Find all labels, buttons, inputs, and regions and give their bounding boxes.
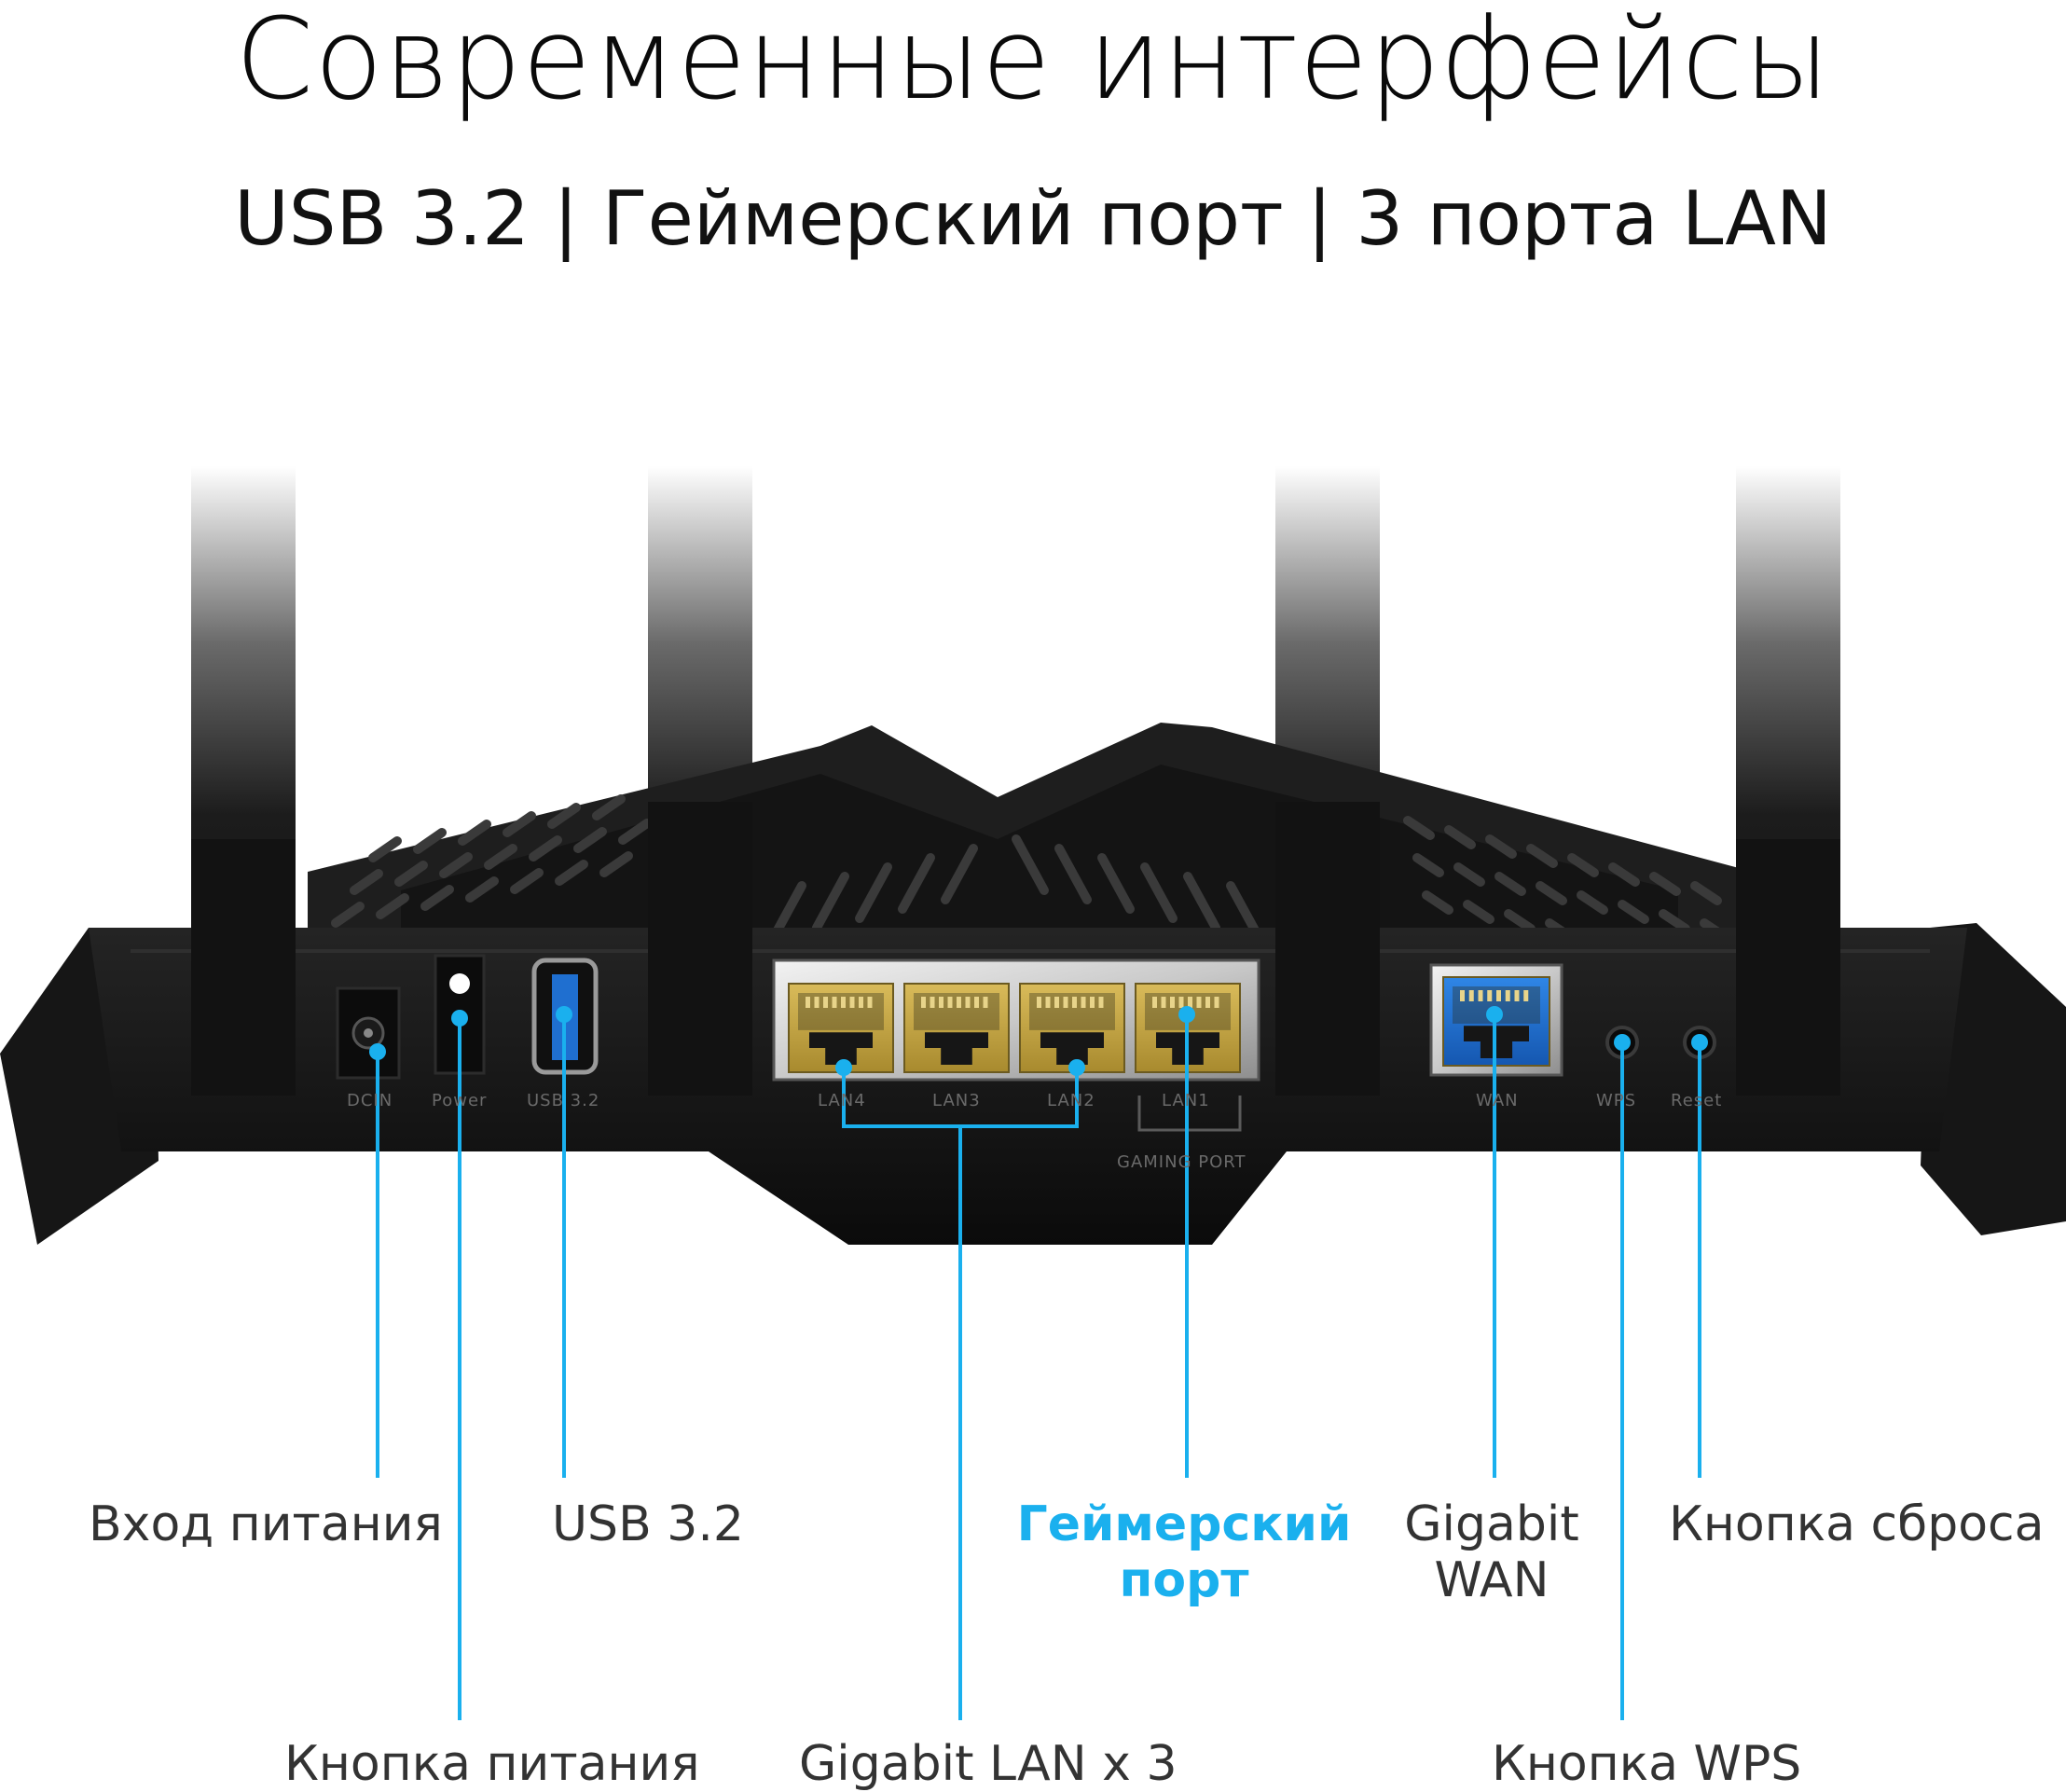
lan2-port — [1019, 983, 1125, 1073]
vent-stripe — [465, 876, 499, 903]
vent-stripe — [1422, 890, 1453, 915]
label-reset-button: Кнопка сброса — [1669, 1496, 2045, 1552]
label-gigabit-wan-line2: WAN — [1434, 1552, 1550, 1608]
vent-stripe — [555, 860, 588, 886]
page-title: Современные интерфейсы — [235, 0, 1831, 125]
lan4-port — [788, 983, 894, 1073]
marking-lan4: LAN4 — [818, 1091, 866, 1110]
marking-gaming-port: GAMING PORT — [1117, 1152, 1246, 1172]
label-gaming-port-line2: порт — [1119, 1552, 1249, 1608]
label-power-input: Вход питания — [89, 1496, 443, 1552]
vent-stripe — [413, 828, 447, 854]
vent-stripe — [941, 844, 978, 904]
vent-stripe — [1536, 881, 1567, 905]
label-gaming-port: Геймерский порт — [988, 1496, 1380, 1608]
vent-stripe — [484, 844, 517, 870]
vent-stripe — [368, 836, 402, 862]
callout-dots — [369, 1006, 1708, 1076]
vent-stripe — [1526, 844, 1558, 868]
vent-stripe — [529, 835, 562, 862]
page-subtitle: USB 3.2 | Геймерский порт | 3 порта LAN — [234, 175, 1832, 262]
vent-stripe — [331, 902, 365, 928]
vent-stripe — [547, 803, 581, 829]
vent-stripe — [376, 893, 409, 919]
vent-stripe — [1690, 881, 1722, 905]
vent-stripe — [592, 794, 626, 820]
callout-lines — [376, 1014, 1701, 1720]
dc-in-port — [336, 986, 401, 1080]
vent-stripe — [1494, 872, 1526, 896]
label-wps-button: Кнопка WPS — [1492, 1736, 1802, 1792]
vent-stripe — [1012, 834, 1049, 895]
vent-stripe — [510, 868, 544, 894]
vent-stripe — [898, 853, 935, 914]
vent-stripe — [420, 885, 454, 911]
vent-stripe — [1054, 844, 1092, 904]
marking-dcin: DCIN — [347, 1091, 393, 1110]
vent-stripe — [1504, 909, 1536, 933]
vent-stripe — [1463, 900, 1494, 924]
marking-wps: WPS — [1596, 1091, 1637, 1110]
vent-stripe — [394, 861, 428, 887]
vent-stripe — [1453, 862, 1485, 887]
vent-stripe — [1485, 834, 1517, 859]
marking-lan3: LAN3 — [932, 1091, 981, 1110]
vent-stripe — [1649, 872, 1681, 896]
antenna-bases — [191, 802, 1840, 1096]
vent-stripe — [1412, 853, 1444, 877]
vent-stripe — [1183, 872, 1220, 932]
vent-stripe — [1659, 909, 1690, 933]
vent-stripe — [855, 862, 892, 923]
label-power-button: Кнопка питания — [284, 1736, 700, 1792]
gaming-port-bracket — [1137, 1096, 1242, 1132]
vent-stripe — [1403, 816, 1435, 840]
vent-stripe — [503, 811, 536, 837]
vent-stripe — [1140, 862, 1178, 923]
vent-stripe — [439, 852, 473, 878]
vent-stripe — [1577, 890, 1608, 915]
label-usb: USB 3.2 — [552, 1496, 744, 1552]
vent-stripe — [1097, 853, 1135, 914]
vent-stripe — [1444, 825, 1476, 849]
marking-lan1: LAN1 — [1162, 1091, 1210, 1110]
label-gigabit-wan: Gigabit WAN — [1380, 1496, 1604, 1608]
lan-ports — [788, 983, 1241, 1073]
router-casing — [308, 723, 1753, 937]
marking-wan: WAN — [1476, 1091, 1519, 1110]
lan3-port — [903, 983, 1010, 1073]
vent-stripe — [573, 827, 607, 853]
marking-reset: Reset — [1671, 1091, 1723, 1110]
vent-stripe — [458, 820, 491, 846]
vent-stripe — [812, 872, 849, 932]
vent-stripe — [350, 869, 383, 895]
marking-lan2: LAN2 — [1047, 1091, 1095, 1110]
marking-power: Power — [432, 1091, 488, 1110]
vent-stripe — [1618, 900, 1649, 924]
marking-usb: USB 3.2 — [527, 1091, 600, 1110]
label-gigabit-lan: Gigabit LAN x 3 — [799, 1736, 1178, 1792]
vent-stripe — [599, 851, 633, 877]
label-gigabit-wan-line1: Gigabit — [1404, 1496, 1579, 1552]
vent-stripe — [618, 819, 652, 845]
vent-stripe — [1608, 862, 1640, 887]
label-gaming-port-line1: Геймерский — [1016, 1496, 1352, 1552]
vent-stripe — [1567, 853, 1599, 877]
